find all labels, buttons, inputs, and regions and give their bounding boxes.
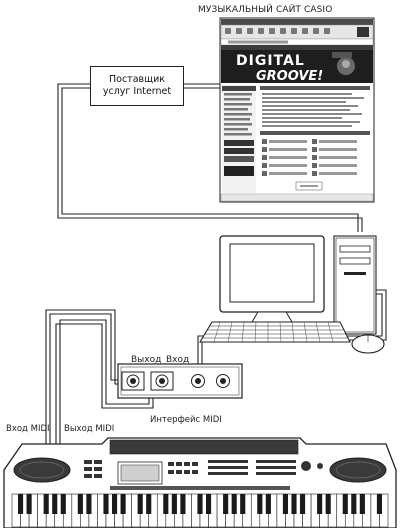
black-key	[300, 494, 305, 514]
isp-box: Поставщик услуг Internet	[90, 66, 184, 106]
computer-keyboard	[200, 322, 350, 342]
site-banner-title-part2: GROOVE!	[256, 69, 323, 84]
site-sidebar-menu	[222, 85, 256, 193]
black-key	[180, 494, 185, 514]
isp-to-website-cable	[182, 84, 220, 88]
black-key	[172, 494, 177, 514]
black-key	[121, 494, 126, 514]
interface-port-out	[122, 372, 144, 390]
black-key	[343, 494, 348, 514]
black-key	[266, 494, 271, 514]
website-window: DIGITAL GROOVE!	[220, 18, 374, 202]
midi-interface-label: Интерфейс MIDI	[150, 416, 222, 425]
black-key	[112, 494, 117, 514]
keyboard-midi-out-label: Выход MIDI	[64, 425, 114, 434]
black-key	[44, 494, 49, 514]
black-key	[86, 494, 91, 514]
black-key	[138, 494, 143, 514]
website-caption: МУЗЫКАЛЬНЫЙ САЙТ CASIO	[198, 6, 332, 15]
black-key	[326, 494, 331, 514]
black-key	[27, 494, 32, 514]
keyboard-midi-in-label: Вход MIDI	[6, 425, 50, 434]
black-key	[377, 494, 382, 514]
black-key	[232, 494, 237, 514]
black-key	[223, 494, 228, 514]
black-key	[291, 494, 296, 514]
black-key	[197, 494, 202, 514]
isp-label-line1: Поставщик	[109, 74, 165, 86]
casio-keyboard	[4, 438, 396, 528]
keyboard-speaker-left	[14, 458, 70, 482]
black-key	[52, 494, 57, 514]
black-key	[146, 494, 151, 514]
black-key	[206, 494, 211, 514]
black-key	[351, 494, 356, 514]
isp-label-line2: услуг Internet	[103, 86, 171, 98]
keyboard-speaker-right	[330, 458, 386, 482]
black-key	[18, 494, 23, 514]
interface-port-in	[151, 372, 173, 390]
interface-output-label: Выход	[131, 356, 161, 365]
black-key	[360, 494, 365, 514]
black-key	[283, 494, 288, 514]
midi-interface	[118, 364, 242, 398]
interface-port-4	[217, 375, 230, 388]
black-key	[240, 494, 245, 514]
interface-port-3	[192, 375, 205, 388]
interface-input-label: Вход	[166, 356, 189, 365]
black-key	[163, 494, 168, 514]
black-key	[61, 494, 66, 514]
black-key	[257, 494, 262, 514]
black-key	[317, 494, 322, 514]
site-banner-title-part1: DIGITAL	[236, 53, 305, 69]
black-key	[78, 494, 83, 514]
black-key	[103, 494, 108, 514]
keyboard-keys	[12, 494, 388, 527]
